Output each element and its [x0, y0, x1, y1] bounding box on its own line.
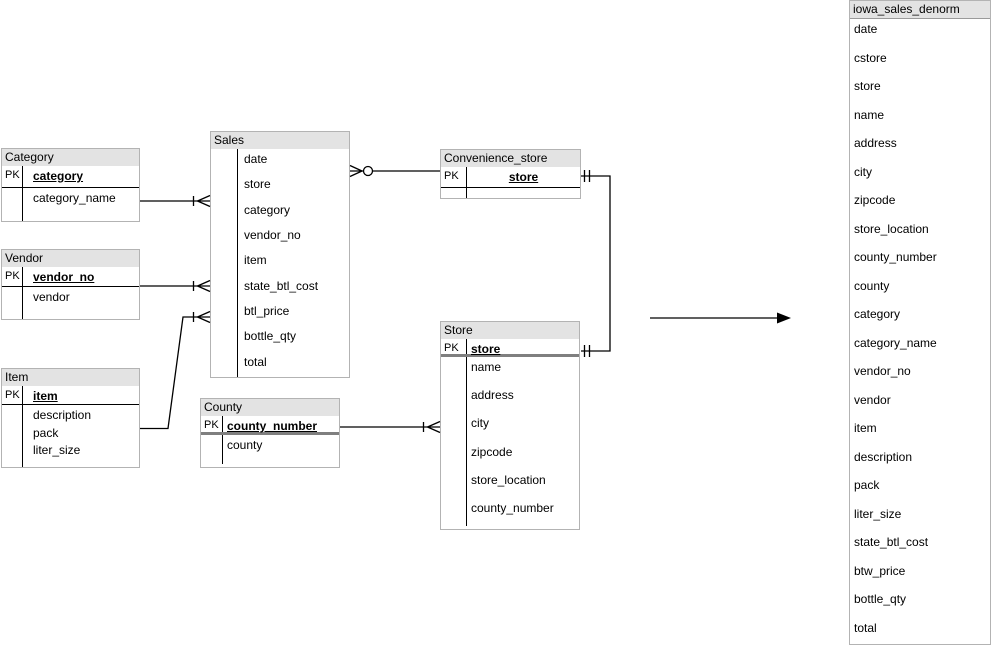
- field: date: [244, 152, 268, 166]
- field: liter_size: [33, 443, 81, 457]
- table-item[interactable]: Item PK item description pack liter_size: [1, 368, 140, 468]
- table-county-pk-row: PK county_number: [201, 416, 339, 435]
- pk-column-divider: [2, 405, 23, 467]
- pk-column-divider: [211, 149, 238, 377]
- field: store: [854, 79, 881, 93]
- field: category: [854, 307, 901, 321]
- field: city: [471, 416, 489, 431]
- table-county[interactable]: County PK county_number county: [200, 398, 340, 468]
- field: city: [854, 164, 872, 179]
- field: address: [471, 388, 514, 403]
- pk-field: store: [471, 342, 501, 356]
- table-store-pk-row: PK store: [441, 339, 579, 357]
- pk-label: PK: [2, 166, 23, 187]
- pk-column-divider: [2, 188, 23, 221]
- field: county_number: [471, 500, 554, 515]
- table-store-body: name address city zipcode store_location…: [441, 357, 579, 526]
- table-convenience-store[interactable]: Convenience_store PK store: [440, 149, 581, 199]
- table-convenience-store-body: [441, 188, 580, 198]
- table-sales-title: Sales: [211, 132, 349, 149]
- table-iowa-sales-denorm[interactable]: iowa_sales_denorm date cstore store name…: [849, 0, 991, 645]
- field: county_number: [854, 250, 937, 264]
- table-county-title: County: [201, 399, 339, 416]
- table-store-title: Store: [441, 322, 579, 339]
- field: vendor_no: [244, 227, 301, 242]
- field: btl_price: [244, 303, 290, 318]
- pk-column-divider: [201, 435, 223, 464]
- table-vendor-body: vendor: [2, 287, 139, 319]
- field: pack: [33, 425, 59, 440]
- field: address: [854, 136, 897, 150]
- table-item-title: Item: [2, 369, 139, 386]
- field: vendor: [854, 392, 891, 407]
- field: item: [244, 253, 267, 268]
- pk-field: item: [33, 389, 58, 403]
- field: name: [854, 107, 885, 122]
- pk-label: PK: [201, 416, 223, 432]
- connector-sales-convenience-store: [349, 164, 440, 178]
- pk-column-divider: [441, 357, 467, 526]
- table-county-body: county: [201, 435, 339, 464]
- pk-field: county_number: [227, 419, 318, 433]
- field: pack: [854, 478, 880, 492]
- field: category_name: [33, 191, 116, 205]
- pk-column-divider: [2, 287, 23, 319]
- field: state_btl_cost: [244, 278, 319, 293]
- table-vendor-pk-row: PK vendor_no: [2, 267, 139, 287]
- pk-label: PK: [2, 386, 23, 404]
- field: store_location: [854, 221, 929, 236]
- field: store_location: [471, 472, 546, 487]
- pk-label: PK: [441, 339, 467, 354]
- field: liter_size: [854, 506, 902, 521]
- pk-label: PK: [2, 267, 23, 286]
- field: bottle_qty: [244, 329, 297, 344]
- table-sales-body: date store category vendor_no item state…: [211, 149, 349, 377]
- field: date: [854, 22, 878, 36]
- connector-county-store: [340, 420, 441, 434]
- table-vendor-title: Vendor: [2, 250, 139, 267]
- table-iowa-sales-denorm-title: iowa_sales_denorm: [850, 1, 990, 19]
- field: zipcode: [854, 193, 896, 207]
- table-convenience-store-pk-row: PK store: [441, 167, 580, 188]
- field: total: [244, 354, 267, 369]
- field: zipcode: [471, 444, 513, 459]
- table-vendor[interactable]: Vendor PK vendor_no vendor: [1, 249, 140, 320]
- field: total: [854, 620, 877, 635]
- table-iowa-sales-denorm-body: date cstore store name address city zipc…: [850, 19, 990, 644]
- table-category-body: category_name: [2, 188, 139, 221]
- field: category_name: [854, 335, 937, 350]
- field: description: [854, 449, 913, 464]
- field: vendor: [33, 290, 70, 304]
- field: cstore: [854, 50, 887, 65]
- table-category-title: Category: [2, 149, 139, 166]
- connector-category-sales: [140, 194, 211, 208]
- pk-field: store: [508, 170, 539, 184]
- table-category[interactable]: Category PK category category_name: [1, 148, 140, 222]
- table-convenience-store-title: Convenience_store: [441, 150, 580, 167]
- table-item-body: description pack liter_size: [2, 405, 139, 467]
- field: store: [244, 177, 271, 192]
- field: bottle_qty: [854, 592, 907, 606]
- field: vendor_no: [854, 364, 911, 378]
- table-item-pk-row: PK item: [2, 386, 139, 405]
- field: name: [471, 360, 502, 374]
- table-category-pk-row: PK category: [2, 166, 139, 188]
- field: item: [854, 421, 877, 435]
- pk-field: category: [33, 169, 84, 183]
- pk-field: vendor_no: [33, 270, 95, 284]
- pk-label: PK: [441, 167, 467, 187]
- connector-convenience-store-store: [581, 170, 611, 357]
- table-sales[interactable]: Sales date store category vendor_no item…: [210, 131, 350, 378]
- denormalization-arrow: [650, 312, 791, 324]
- field: county: [854, 278, 890, 293]
- field: state_btl_cost: [854, 535, 929, 549]
- pk-column-divider: [441, 188, 467, 198]
- field: description: [33, 408, 92, 422]
- field: btw_price: [854, 563, 906, 578]
- table-store[interactable]: Store PK store name address city zipcode…: [440, 321, 580, 530]
- field: county: [227, 438, 263, 452]
- field: category: [244, 202, 291, 217]
- connector-vendor-sales: [140, 279, 211, 293]
